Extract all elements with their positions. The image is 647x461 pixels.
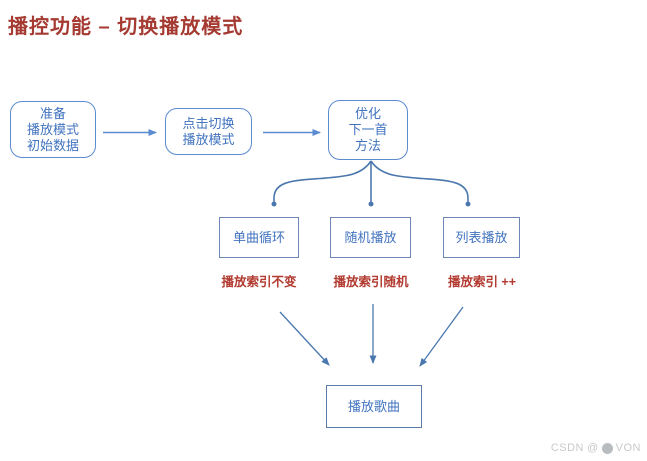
node-text-line: 播放歌曲 (347, 398, 400, 414)
node-text-line: 随机播放 (344, 229, 397, 245)
arrow-single-to-play (279, 311, 330, 366)
note-index-increment: 播放索引 ++ (447, 275, 517, 289)
brace-branch-right (370, 160, 469, 202)
watermark-at: @ (586, 442, 599, 454)
flow-node-play-song: 播放歌曲 (326, 385, 422, 428)
watermark-suffix: VON (615, 442, 641, 454)
brace-branch-left (273, 160, 372, 202)
branch-endpoint-dot-right (465, 201, 471, 207)
arrow-list-to-play (419, 306, 464, 367)
flow-node-random-play: 随机播放 (330, 217, 411, 258)
note-index-random: 播放索引随机 (333, 275, 409, 289)
branch-endpoint-dot-middle (368, 201, 374, 207)
node-text-line: 点击切换 (182, 115, 235, 131)
watermark-prefix: CSDN (550, 442, 584, 454)
page-title: 播控功能 – 切换播放模式 (8, 16, 244, 38)
flow-node-optimize-next-method: 优化 下一首 方法 (328, 100, 408, 160)
node-text-line: 单曲循环 (232, 229, 285, 245)
watermark-avatar-icon (601, 442, 613, 454)
flow-node-click-switch-mode: 点击切换 播放模式 (165, 108, 252, 155)
watermark: CSDN @ VON (551, 442, 641, 454)
node-text-line: 优化 (354, 106, 381, 121)
flow-node-list-play: 列表播放 (443, 217, 520, 258)
flow-node-prepare-init-data: 准备 播放模式 初始数据 (10, 101, 96, 158)
node-text-line: 播放模式 (182, 131, 235, 147)
note-index-unchanged: 播放索引不变 (221, 275, 297, 289)
node-text-line: 初始数据 (26, 137, 79, 153)
node-text-line: 方法 (354, 138, 381, 153)
flow-node-single-loop: 单曲循环 (219, 217, 299, 258)
node-text-line: 播放模式 (26, 121, 79, 137)
node-text-line: 准备 (39, 105, 66, 121)
node-text-line: 下一首 (348, 122, 388, 137)
branch-endpoint-dot-left (271, 201, 277, 207)
node-text-line: 列表播放 (455, 229, 508, 245)
